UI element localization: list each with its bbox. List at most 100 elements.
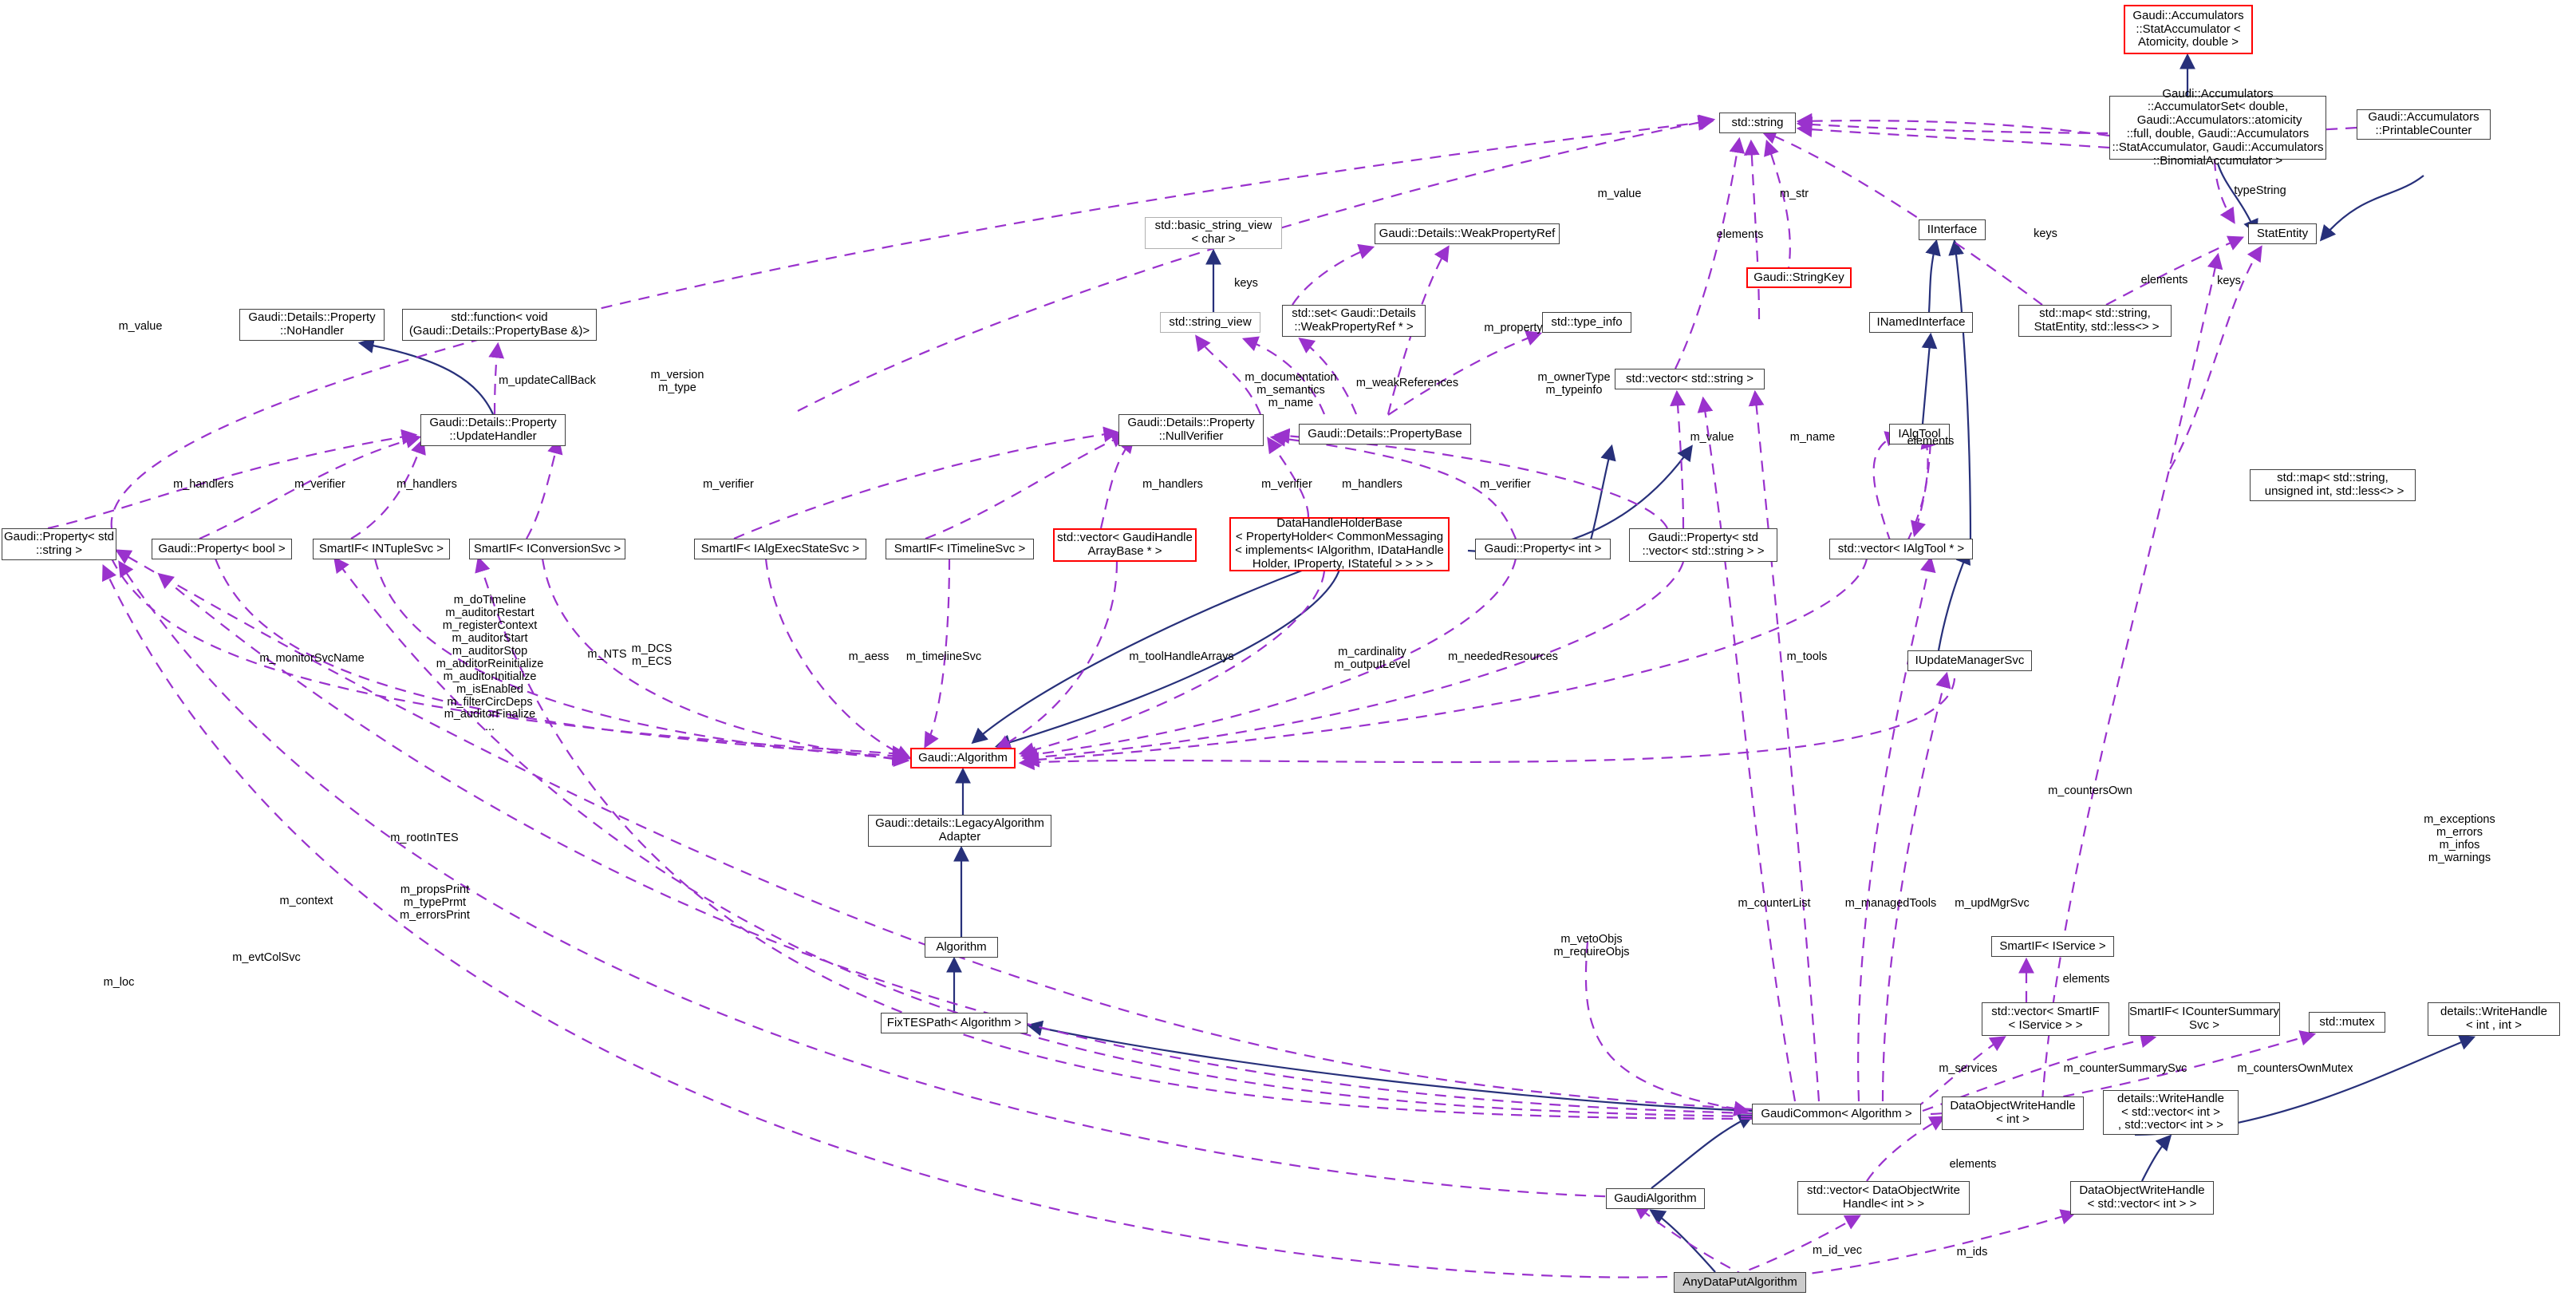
class-node-stringview[interactable]: std::string_view <box>1160 312 1260 333</box>
class-node-dhhb[interactable]: DataHandleHolderBase < PropertyHolder< C… <box>1229 517 1450 571</box>
edge-label-el_mversion: m_version m_type <box>650 369 704 394</box>
class-node-typeinfo[interactable]: std::type_info <box>1542 312 1631 333</box>
class-node-updhandler[interactable]: Gaudi::Details::Property ::UpdateHandler <box>420 414 566 446</box>
class-node-gaudialg[interactable]: Gaudi::Algorithm <box>910 748 1016 769</box>
class-node-stdfunction[interactable]: std::function< void (Gaudi::Details::Pro… <box>402 309 597 341</box>
class-node-algorithm[interactable]: Algorithm <box>925 937 998 958</box>
class-node-gaudialgorithm[interactable]: GaudiAlgorithm <box>1606 1188 1705 1209</box>
edge-label-el_mcountersum: m_counterSummarySvc <box>2063 1062 2187 1075</box>
edge-label-el_bigprops: m_doTimeline m_auditorRestart m_register… <box>436 594 544 734</box>
edge-label-el_mmonitorsvc: m_monitorSvcName <box>259 652 365 665</box>
edge-label-el_typeString: typeString <box>2234 184 2286 197</box>
edge-label-el_keys_right: keys <box>2034 227 2057 240</box>
edge-label-el_mvetoobjs: m_vetoObjs m_requireObjs <box>1553 933 1630 958</box>
class-node-inamedif[interactable]: INamedInterface <box>1869 312 1973 333</box>
class-node-smartiservice[interactable]: SmartIF< IService > <box>1991 936 2114 957</box>
edge-label-el_elements_str: elements <box>1716 228 1764 241</box>
class-node-iinterface[interactable]: IInterface <box>1919 219 1986 240</box>
class-node-propint[interactable]: Gaudi::Property< int > <box>1475 539 1611 559</box>
class-node-smartintuple[interactable]: SmartIF< INTupleSvc > <box>313 539 450 559</box>
edge-label-el_mneeded: m_neededResources <box>1448 650 1558 663</box>
edge-label-el_elements_iat: elements <box>1907 435 1955 448</box>
class-node-smarttimeline[interactable]: SmartIF< ITimelineSvc > <box>886 539 1034 559</box>
class-node-iupdmgr[interactable]: IUpdateManagerSvc <box>1907 650 2032 671</box>
class-node-statentity[interactable]: StatEntity <box>2248 223 2317 244</box>
class-node-smartcsvc[interactable]: SmartIF< ICounterSummary Svc > <box>2128 1002 2280 1036</box>
edge-label-el_mcardinality: m_cardinality m_outputLevel <box>1334 646 1410 671</box>
class-node-vecstring[interactable]: std::vector< std::string > <box>1615 369 1765 389</box>
edge-label-el_mhandlers4: m_handlers <box>1342 478 1402 491</box>
class-node-vecsmartiserv[interactable]: std::vector< SmartIF < IService > > <box>1982 1002 2109 1036</box>
class-node-dowhint[interactable]: DataObjectWriteHandle < int > <box>1942 1096 2084 1130</box>
class-node-nohandler[interactable]: Gaudi::Details::Property ::NoHandler <box>239 309 385 341</box>
class-node-gaudicommon[interactable]: GaudiCommon< Algorithm > <box>1752 1104 1921 1124</box>
class-node-anydataput[interactable]: AnyDataPutAlgorithm <box>1674 1272 1806 1293</box>
class-node-mapuint[interactable]: std::map< std::string, unsigned int, std… <box>2250 469 2416 501</box>
edge-label-el_keys_se: keys <box>2217 275 2241 287</box>
edge-label-el_mhandlers1: m_handlers <box>173 478 234 491</box>
edge-label-el_mloc: m_loc <box>103 976 135 989</box>
edge-label-el_mhandlers2: m_handlers <box>396 478 457 491</box>
edge-label-el_mtimeline: m_timelineSvc <box>905 650 982 663</box>
edge-label-el_mcountersown: m_countersOwn <box>2048 784 2132 797</box>
edge-label-el_mproperty: m_property <box>1484 322 1543 334</box>
edge-label-el_elements_se: elements <box>2140 274 2188 286</box>
class-node-printable[interactable]: Gaudi::Accumulators ::PrintableCounter <box>2357 109 2491 140</box>
class-node-vecdowh[interactable]: std::vector< DataObjectWrite Handle< int… <box>1797 1181 1970 1215</box>
edge-label-el_mids: m_ids <box>1956 1246 1988 1258</box>
class-node-statacc[interactable]: Gaudi::Accumulators ::StatAccumulator < … <box>2124 5 2253 54</box>
class-node-propvecstring[interactable]: Gaudi::Property< std ::vector< std::stri… <box>1629 528 1777 562</box>
edge-label-el_mcontext: m_context <box>279 895 333 907</box>
edge-label-el_mverifier4: m_verifier <box>1480 478 1531 491</box>
edge-label-el_mexceptions: m_exceptions m_errors m_infos m_warnings <box>2424 813 2495 864</box>
class-node-stdmutex[interactable]: std::mutex <box>2309 1012 2385 1033</box>
edge-label-el_mvalue_top: m_value <box>1597 188 1642 200</box>
edge-label-el_elements_is: elements <box>2062 973 2110 986</box>
class-node-propbool[interactable]: Gaudi::Property< bool > <box>152 539 292 559</box>
edge-label-el_mownertype: m_ownerType m_typeinfo <box>1537 371 1611 397</box>
class-node-stdstring[interactable]: std::string <box>1719 113 1796 133</box>
edge-label-el_mdoc: m_documentation m_semantics m_name <box>1245 371 1337 409</box>
edge-label-el_mdcs: m_DCS m_ECS <box>631 642 673 668</box>
edge-label-el_mpropsprint: m_propsPrint m_typePrmt m_errorsPrint <box>400 883 470 922</box>
class-node-fixtespath[interactable]: FixTESPath< Algorithm > <box>881 1013 1028 1033</box>
class-node-propbase[interactable]: Gaudi::Details::PropertyBase <box>1299 424 1471 445</box>
edge-label-el_mverifier2: m_verifier <box>703 478 754 491</box>
edge-label-el_mrootintes: m_rootInTES <box>390 832 459 844</box>
edge-label-el_mupdcallback: m_updateCallBack <box>499 374 596 387</box>
edge-label-el_mvalue_mid: m_value <box>1690 431 1734 444</box>
edge-label-el_mupdmgrsvc: m_updMgrSvc <box>1955 897 2030 910</box>
class-node-mapstat[interactable]: std::map< std::string, StatEntity, std::… <box>2018 305 2172 337</box>
edge-label-el_mvalue_left: m_value <box>118 320 163 333</box>
class-node-nullverifier[interactable]: Gaudi::Details::Property ::NullVerifier <box>1118 414 1264 446</box>
class-node-dowhvecint[interactable]: DataObjectWriteHandle < std::vector< int… <box>2070 1181 2214 1215</box>
edge-label-el_elements_dowh: elements <box>1949 1158 1997 1171</box>
class-node-setweak[interactable]: std::set< Gaudi::Details ::WeakPropertyR… <box>1282 305 1426 337</box>
edge-label-el_mhandlers3: m_handlers <box>1142 478 1203 491</box>
class-node-smartaess[interactable]: SmartIF< IAlgExecStateSvc > <box>694 539 866 559</box>
class-node-basicsv[interactable]: std::basic_string_view < char > <box>1145 217 1282 249</box>
class-node-smartconv[interactable]: SmartIF< IConversionSvc > <box>469 539 625 559</box>
class-node-legacyadapter[interactable]: Gaudi::details::LegacyAlgorithm Adapter <box>868 815 1051 847</box>
class-node-accset[interactable]: Gaudi::Accumulators ::AccumulatorSet< do… <box>2109 87 2326 167</box>
class-node-vecialgtool[interactable]: std::vector< IAlgTool * > <box>1829 539 1973 559</box>
edge-label-el_mweakrefs: m_weakReferences <box>1355 377 1459 389</box>
edge-label-el_mverifier1: m_verifier <box>294 478 345 491</box>
edge-label-el_mtoolhandle: m_toolHandleArrays <box>1129 650 1234 663</box>
edge-label-el_mevtcolsvc: m_evtColSvc <box>232 951 301 964</box>
class-node-vecghab[interactable]: std::vector< GaudiHandle ArrayBase * > <box>1053 528 1197 562</box>
edge-label-el_mmanagedtools: m_managedTools <box>1844 897 1937 910</box>
class-node-detwhintint[interactable]: details::WriteHandle < int , int > <box>2428 1002 2560 1036</box>
edge-label-el_midvec: m_id_vec <box>1812 1244 1863 1257</box>
class-node-propstring[interactable]: Gaudi::Property< std ::string > <box>2 528 116 560</box>
edge-label-el_mstr: m_str <box>1779 188 1809 200</box>
edge-label-el_maess: m_aess <box>848 650 890 663</box>
class-node-weakpropref[interactable]: Gaudi::Details::WeakPropertyRef <box>1375 223 1560 244</box>
edge-label-el_mname: m_name <box>1789 431 1836 444</box>
edge-label-el_keys_wpr: keys <box>1234 277 1258 290</box>
class-node-detwhvecvec[interactable]: details::WriteHandle < std::vector< int … <box>2103 1090 2239 1135</box>
edge-label-el_mverifier3: m_verifier <box>1261 478 1312 491</box>
class-node-stringkey[interactable]: Gaudi::StringKey <box>1746 267 1852 288</box>
edge-label-el_mcountersownm: m_countersOwnMutex <box>2237 1062 2353 1075</box>
